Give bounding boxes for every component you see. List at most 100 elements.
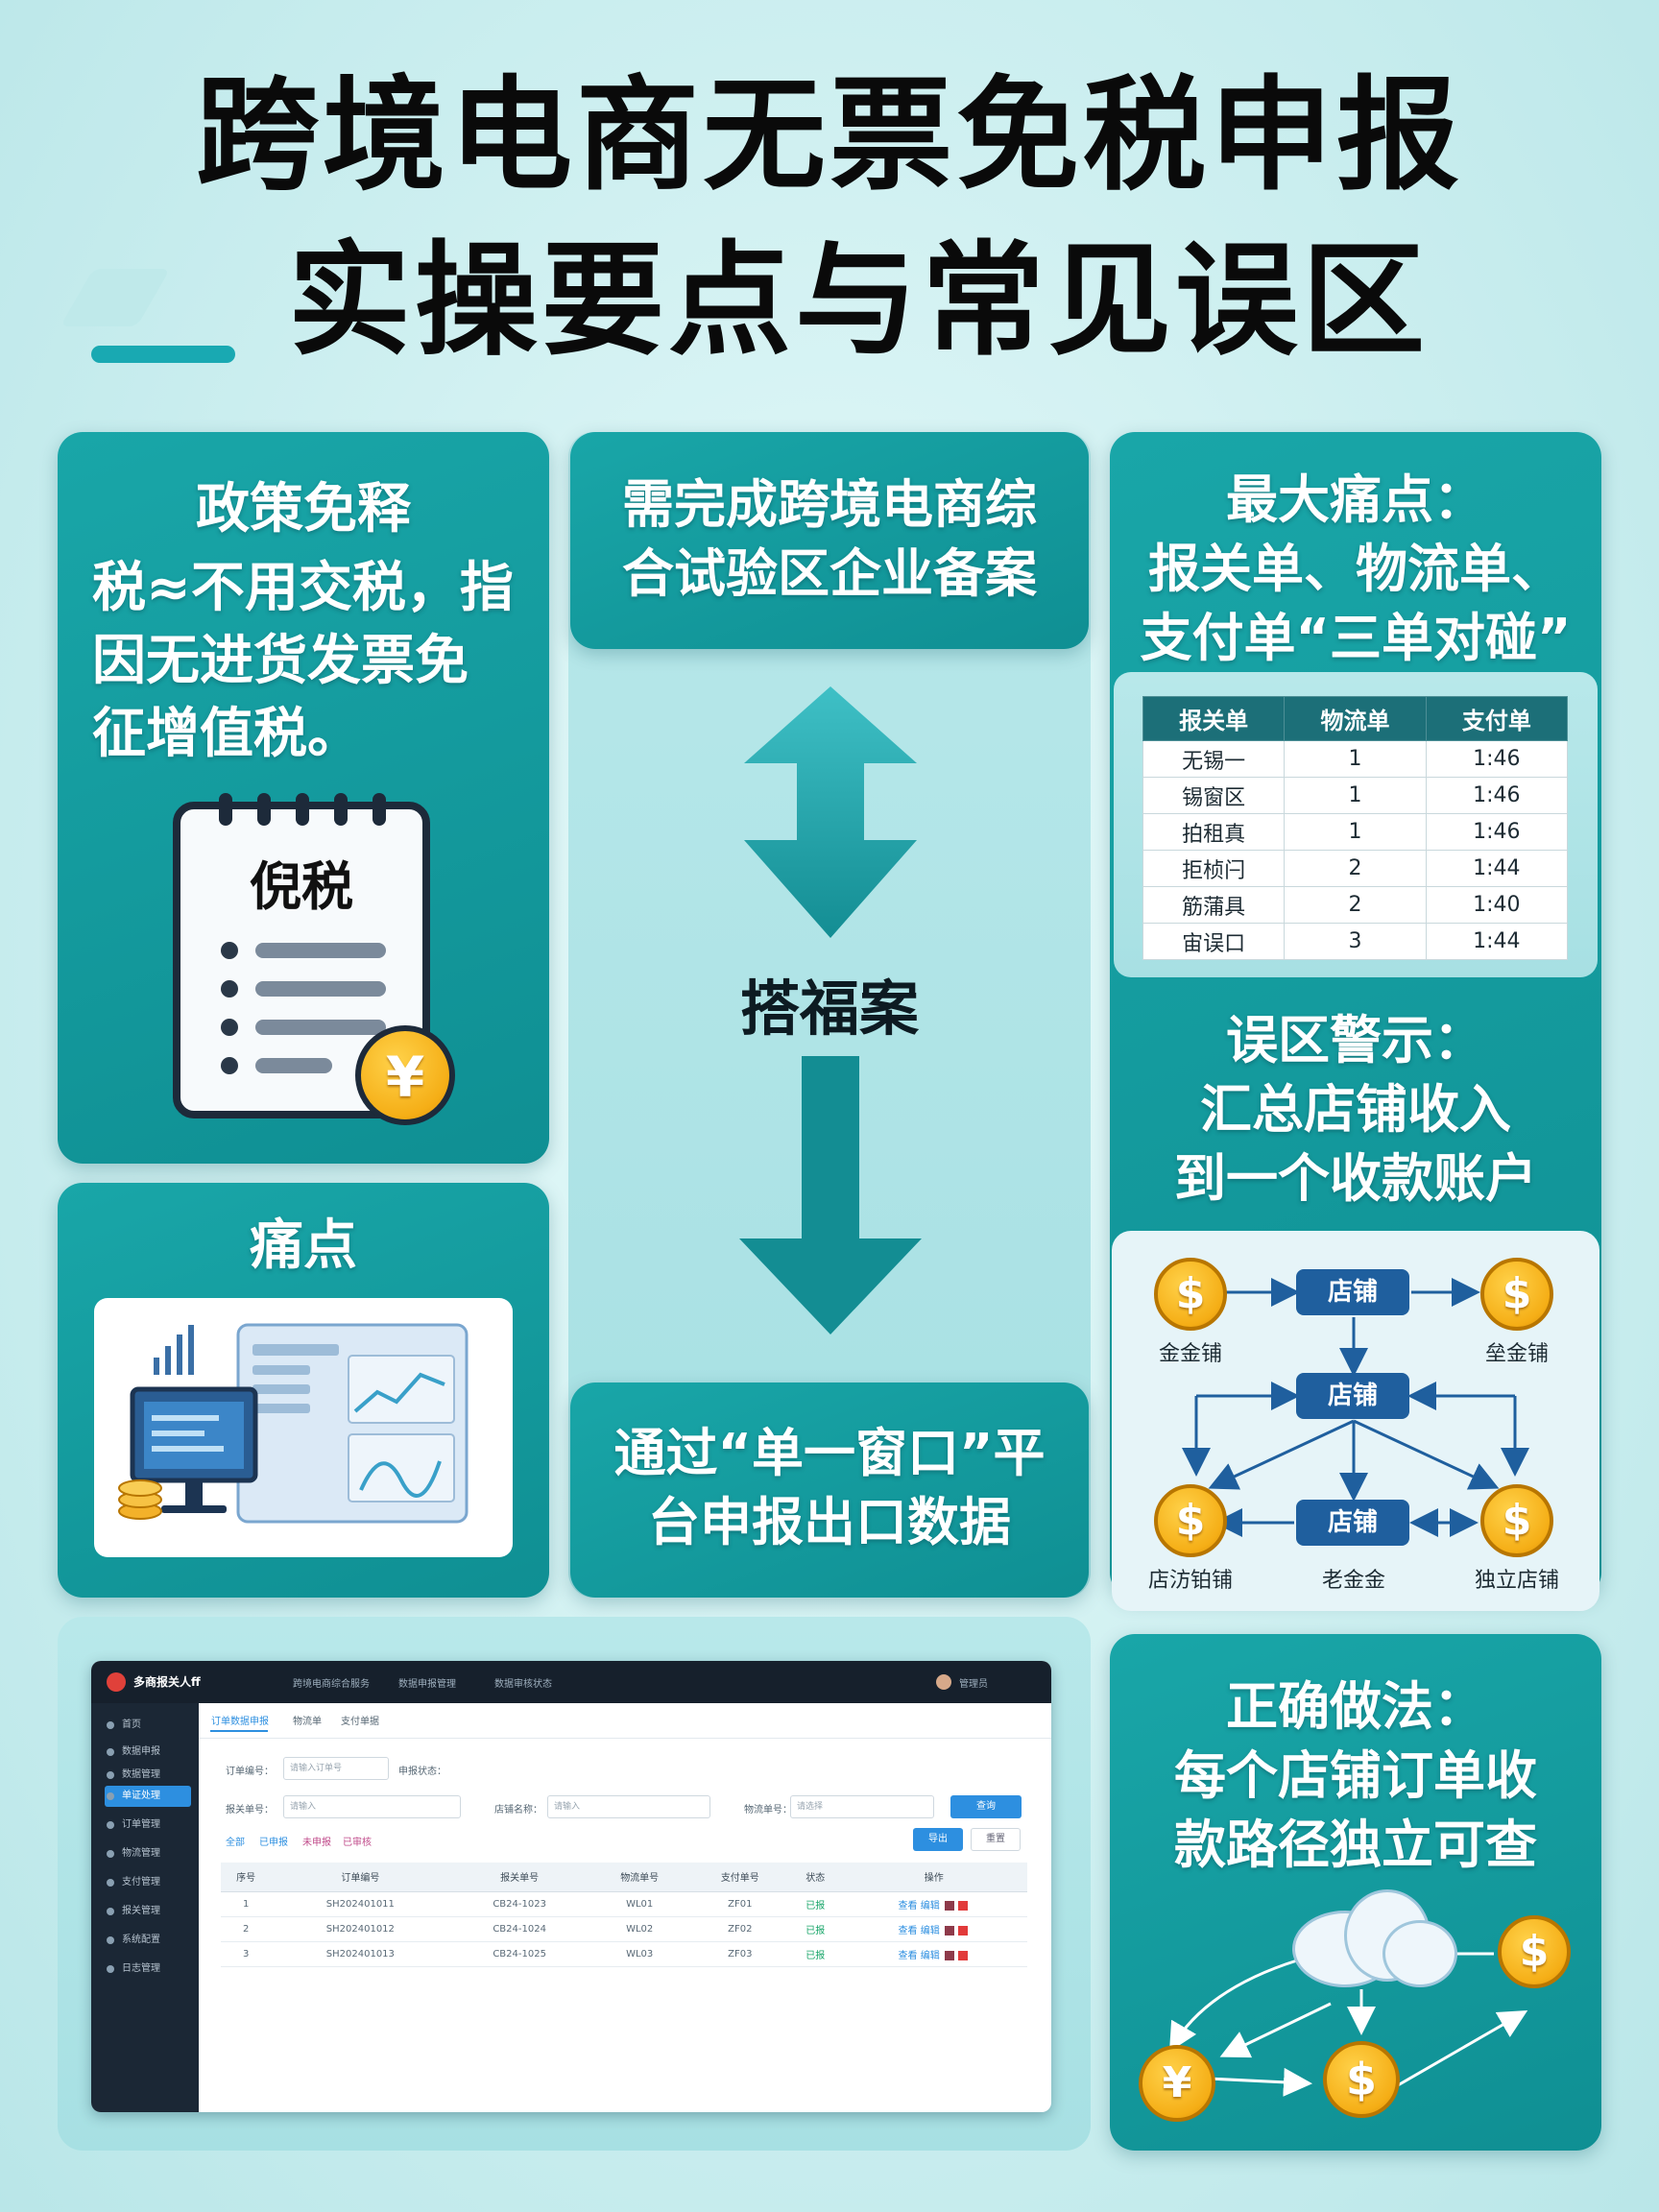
filter-link[interactable]: 已审核 bbox=[343, 1838, 372, 1848]
dollar-coin-icon: $ bbox=[1480, 1258, 1553, 1331]
bullet-dot bbox=[221, 980, 238, 998]
bullet-dot bbox=[221, 1019, 238, 1036]
flow-label-bottom-left: 店汸铂铺 bbox=[1147, 1569, 1233, 1593]
dashboard-brand: 多商报关人ff bbox=[133, 1675, 201, 1689]
top-nav-item[interactable]: 跨境电商综合服务 bbox=[293, 1679, 370, 1690]
column-header[interactable]: 订单编号 bbox=[271, 1863, 450, 1892]
table-cell: 锡窗区 bbox=[1142, 777, 1286, 814]
column-header[interactable]: 支付单号 bbox=[689, 1863, 791, 1892]
top-nav-item[interactable]: 数据申报管理 bbox=[398, 1679, 456, 1690]
cloud-icon bbox=[1382, 1920, 1457, 1987]
biggest-pain-line-3: 支付单“三单对碰” bbox=[1140, 608, 1572, 668]
close-icon[interactable] bbox=[957, 1950, 968, 1960]
title-line-2: 实操要点与常见误区 bbox=[287, 229, 1429, 373]
sidebar-item[interactable]: 日志管理 bbox=[105, 1959, 191, 1980]
column-header[interactable]: 物流单号 bbox=[589, 1863, 690, 1892]
table-cell: 宙误口 bbox=[1142, 923, 1286, 960]
warning-line-3: 到一个收款账户 bbox=[1174, 1148, 1537, 1209]
pain-card: 痛点 bbox=[58, 1183, 549, 1598]
dashboard-sidebar: 首页 数据申报 数据管理 单证处理 订单管理 物流管理 支付管理 报关管理 系统… bbox=[91, 1703, 199, 2112]
record-bottom-line-2: 台申报出口数据 bbox=[648, 1492, 1011, 1552]
table-row[interactable]: 1 SH202401011 CB24-1023 WL01 ZF01 已报 查看 … bbox=[221, 1891, 1027, 1917]
dollar-coin-icon: $ bbox=[1323, 2041, 1400, 2118]
table-row: 拒桢闩 2 1:44 bbox=[1142, 850, 1569, 887]
yen-coin-icon: ¥ bbox=[355, 1025, 455, 1125]
flow-label-top-left: 金金铺 bbox=[1158, 1342, 1222, 1366]
table-cell: ZF01 bbox=[689, 1891, 791, 1917]
column-header[interactable]: 操作 bbox=[840, 1863, 1027, 1892]
dashboard-topbar: 多商报关人ff 跨境电商综合服务 数据申报管理 数据审核状态 管理员 bbox=[91, 1661, 1051, 1703]
active-tab-indicator bbox=[210, 1730, 268, 1732]
delete-icon[interactable] bbox=[944, 1900, 954, 1911]
table-row[interactable]: 3 SH202401013 CB24-1025 WL03 ZF03 已报 查看 … bbox=[221, 1941, 1027, 1967]
table-row: 拍租真 1 1:46 bbox=[1142, 813, 1569, 851]
record-top-line-1: 需完成跨境电商综 bbox=[622, 474, 1037, 535]
table-row[interactable]: 2 SH202401012 CB24-1024 WL02 ZF02 已报 查看 … bbox=[221, 1916, 1027, 1942]
correct-line-3: 款路径独立可查 bbox=[1174, 1815, 1537, 1875]
sidebar-item[interactable]: 报关管理 bbox=[105, 1901, 191, 1922]
search-button[interactable]: 查询 bbox=[950, 1795, 1022, 1818]
sidebar-item[interactable]: 订单管理 bbox=[105, 1815, 191, 1836]
action-links[interactable]: 查看 编辑 bbox=[898, 1950, 940, 1961]
flow-arrows bbox=[1182, 1278, 1529, 1537]
table-cell: 1:46 bbox=[1425, 813, 1569, 851]
bullet-dot bbox=[221, 1057, 238, 1074]
correct-line-1: 正确做法： bbox=[1226, 1676, 1485, 1737]
table-cell: 1:40 bbox=[1425, 886, 1569, 924]
dollar-coin-icon: $ bbox=[1154, 1484, 1227, 1557]
store-name-input[interactable]: 请输入 bbox=[547, 1795, 710, 1818]
export-button[interactable]: 导出 bbox=[913, 1828, 963, 1851]
table-cell: ZF03 bbox=[689, 1941, 791, 1967]
tab-order[interactable]: 订单数据申报 bbox=[211, 1717, 269, 1727]
action-cell[interactable]: 查看 编辑 bbox=[840, 1941, 1027, 1967]
sidebar-item[interactable]: 支付管理 bbox=[105, 1872, 191, 1893]
close-icon[interactable] bbox=[957, 1900, 968, 1911]
sidebar-item-active[interactable]: 单证处理 bbox=[105, 1786, 191, 1807]
sidebar-item[interactable]: 首页 bbox=[105, 1715, 191, 1736]
tab-logistics[interactable]: 物流单 bbox=[293, 1717, 322, 1727]
filter-link[interactable]: 全部 bbox=[226, 1838, 245, 1848]
close-icon[interactable] bbox=[957, 1925, 968, 1936]
action-links[interactable]: 查看 编辑 bbox=[898, 1925, 940, 1936]
biggest-pain-line-2: 报关单、物流单、 bbox=[1148, 539, 1563, 599]
filter-label: 物流单号： bbox=[744, 1805, 792, 1815]
user-name[interactable]: 管理员 bbox=[959, 1679, 988, 1690]
column-header[interactable]: 报关单号 bbox=[449, 1863, 589, 1892]
notepad-ring bbox=[219, 793, 232, 826]
record-top-line-2: 合试验区企业备案 bbox=[622, 543, 1037, 604]
analytics-screen-icon bbox=[118, 1323, 469, 1524]
logistics-number-input[interactable]: 请选择 bbox=[790, 1795, 934, 1818]
avatar[interactable] bbox=[936, 1674, 951, 1690]
customs-number-input[interactable]: 请输入 bbox=[283, 1795, 461, 1818]
tab-payment[interactable]: 支付单据 bbox=[341, 1717, 379, 1727]
sidebar-item[interactable]: 数据申报 bbox=[105, 1742, 191, 1763]
flow-box-store-top: 店铺 bbox=[1296, 1269, 1409, 1315]
action-cell[interactable]: 查看 编辑 bbox=[840, 1916, 1027, 1942]
filter-link[interactable]: 已申报 bbox=[259, 1838, 288, 1848]
sidebar-item[interactable]: 物流管理 bbox=[105, 1843, 191, 1864]
filter-label: 订单编号： bbox=[226, 1767, 274, 1777]
delete-icon[interactable] bbox=[944, 1950, 954, 1960]
sidebar-item[interactable]: 系统配置 bbox=[105, 1930, 191, 1951]
delete-icon[interactable] bbox=[944, 1925, 954, 1936]
policy-body-line-1: 税≈不用交税，指 bbox=[92, 557, 514, 619]
table-cell: 2 bbox=[1284, 886, 1427, 924]
filter-link[interactable]: 未申报 bbox=[302, 1838, 331, 1848]
reset-button[interactable]: 重置 bbox=[971, 1828, 1021, 1851]
order-number-input[interactable]: 请输入订单号 bbox=[283, 1757, 389, 1780]
table-cell: WL03 bbox=[589, 1941, 690, 1967]
flow-box-store-mid: 店铺 bbox=[1296, 1373, 1409, 1419]
column-header[interactable]: 状态 bbox=[790, 1863, 841, 1892]
table-cell: ZF02 bbox=[689, 1916, 791, 1942]
title-line-1: 跨境电商无票免税申报 bbox=[195, 64, 1463, 207]
column-header[interactable]: 序号 bbox=[221, 1863, 272, 1892]
action-cell[interactable]: 查看 编辑 bbox=[840, 1891, 1027, 1917]
filter-label: 申报状态： bbox=[398, 1767, 446, 1777]
sidebar-item[interactable]: 数据管理 bbox=[105, 1765, 191, 1786]
correct-line-2: 每个店铺订单收 bbox=[1174, 1745, 1537, 1806]
top-nav-item[interactable]: 数据审核状态 bbox=[494, 1679, 552, 1690]
table-cell: SH202401011 bbox=[271, 1891, 450, 1917]
action-links[interactable]: 查看 编辑 bbox=[898, 1900, 940, 1911]
three-doc-table: 报关单 物流单 支付单 无锡一 1 1:46 锡窗区 1 1:46 拍租真 1 … bbox=[1142, 696, 1569, 960]
notepad-ring bbox=[373, 793, 386, 826]
